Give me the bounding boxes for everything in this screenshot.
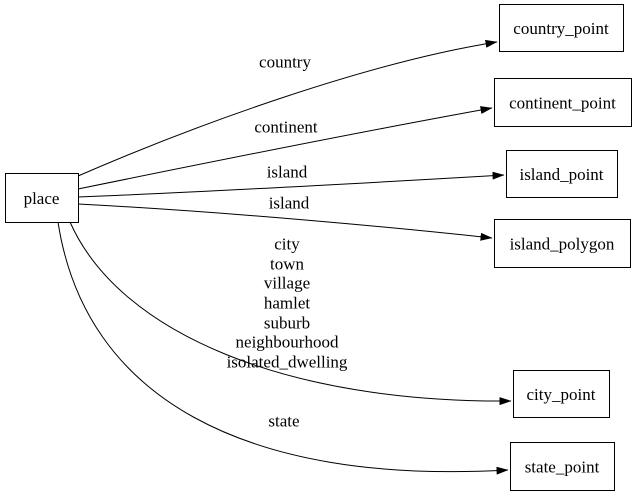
node-label-continent_point: continent_point [509,94,616,113]
node-city_point: city_point [513,370,610,418]
node-continent_point: continent_point [494,78,632,127]
edge-label-city_point-1: town [270,255,305,274]
node-box-country_point [499,4,624,52]
nodes-layer: place country_point continent_point island_… [5,4,632,491]
edge-place-continent_point [77,106,493,190]
edge-label-island_polygon-0: island [269,194,310,213]
edge-label-city_point-4: suburb [264,314,310,333]
edge-label-city_point-0: city [274,235,300,254]
node-label-country_point: country_point [513,19,609,38]
edge-place-city_point [69,221,512,406]
edge-place-island_point [77,171,505,198]
node-label-state_point: state_point [525,458,600,477]
edge-label-city_point-3: hamlet [264,294,311,313]
edge-label-state_point-0: state [268,412,299,431]
edge-label-country_point-0: country [259,53,311,72]
node-country_point: country_point [499,4,624,52]
edge-label-city_point-2: village [264,274,310,293]
node-island_polygon: island_polygon [494,219,631,268]
edge-labels-layer: country continent island island citytownvill… [227,53,348,431]
node-label-place: place [24,189,60,208]
edge-label-island_point-0: island [267,163,308,182]
node-box-place [5,173,79,223]
node-label-island_polygon: island_polygon [510,235,615,254]
edge-label-city_point-6: isolated_dwelling [227,353,348,372]
node-box-island_polygon [494,219,631,268]
node-state_point: state_point [510,442,615,491]
node-label-city_point: city_point [527,385,596,404]
node-label-island_point: island_point [519,165,603,184]
edge-label-continent_point-0: continent [254,118,318,137]
node-box-city_point [513,370,610,418]
edge-label-city_point-5: neighbourhood [236,333,339,352]
node-box-island_point [506,150,618,198]
edge-place-country_point [77,39,498,177]
edge-place-island_polygon [77,203,493,241]
node-box-continent_point [494,78,632,127]
edge-place-state_point [57,221,509,475]
node-island_point: island_point [506,150,618,198]
edges-layer [57,39,512,475]
node-place: place [5,173,79,223]
node-box-state_point [510,442,615,491]
